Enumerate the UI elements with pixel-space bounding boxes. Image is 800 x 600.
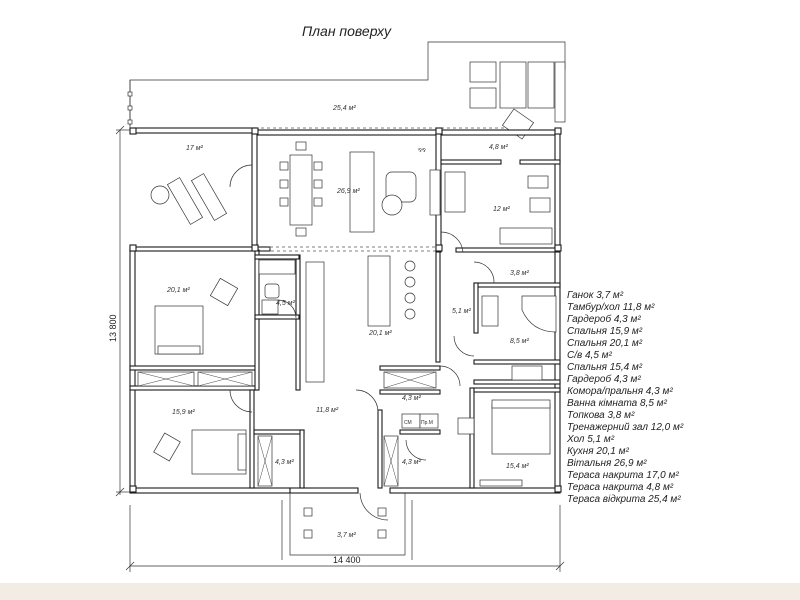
- legend-item: Гардероб 4,3 м²: [567, 313, 641, 325]
- legend-item: Тераса відкрита 25,4 м²: [567, 494, 681, 505]
- height-dimension: 13 800: [108, 314, 118, 342]
- area-boiler-room: 3,8 м²: [510, 270, 529, 277]
- interior-walls: [129, 131, 561, 489]
- legend-item: Тренажерний зал 12,0 м²: [567, 422, 684, 433]
- legend-item: Тераса накрита 4,8 м²: [567, 482, 674, 493]
- area-bedroom-left: 20,1 м²: [166, 287, 190, 294]
- legend-item: Вітальня 26,9 м²: [567, 458, 647, 469]
- area-living-room: 26,9 м²: [336, 188, 360, 195]
- area-wardrobe-right: 4,3 м²: [402, 459, 421, 466]
- legend-item: Кухня 20,1 м²: [567, 446, 630, 457]
- wall-posts: [129, 127, 562, 493]
- area-labels: 25,4 м² 17 м² 26,9 м² 4,8 м² 12 м² 3,8 м…: [166, 105, 529, 539]
- area-wardrobe-left: 4,3 м²: [275, 459, 294, 466]
- area-bedroom-bottom-left: 15,9 м²: [172, 409, 195, 416]
- dimension-width: 14 400: [125, 505, 565, 572]
- area-porch: 3,7 м²: [337, 532, 356, 539]
- dimension-height: 13 800: [108, 125, 130, 497]
- area-terrace-covered: 17 м²: [186, 145, 204, 152]
- area-terrace-open: 25,4 м²: [332, 105, 356, 112]
- area-bathroom-large: 8,5 м²: [510, 338, 529, 345]
- area-bathroom-small: 4,5 м²: [276, 300, 295, 307]
- area-terrace-small: 4,8 м²: [489, 144, 508, 151]
- fireplace-mark: ⅋⅋: [418, 148, 426, 154]
- open-terrace: [127, 41, 566, 140]
- legend-item: Тераса накрита 17,0 м²: [567, 470, 679, 481]
- area-hall: 5,1 м²: [452, 308, 471, 315]
- legend-item: Ганок 3,7 м²: [567, 290, 624, 301]
- room-legend: Ганок 3,7 м² Тамбур/хол 11,8 м² Гардероб…: [566, 290, 684, 505]
- area-kitchen: 20,1 м²: [368, 330, 392, 337]
- wardrobes: [137, 371, 437, 487]
- area-gym: 12 м²: [493, 206, 511, 213]
- legend-item: Ванна кімната 8,5 м²: [567, 398, 668, 409]
- legend-item: Спальня 15,9 м²: [567, 326, 643, 337]
- width-dimension: 14 400: [333, 555, 361, 565]
- furniture: [150, 141, 557, 487]
- legend-item: Комора/пральня 4,3 м²: [567, 386, 673, 397]
- legend-item: Топкова 3,8 м²: [567, 410, 635, 421]
- legend-item: Спальня 15,4 м²: [567, 362, 643, 373]
- area-bedroom-right: 15,4 м²: [506, 463, 529, 470]
- porch: [281, 493, 413, 560]
- door-swings: [229, 164, 495, 521]
- legend-item: Тамбур/хол 11,8 м²: [567, 301, 655, 313]
- legend-item: Спальня 20,1 м²: [567, 338, 643, 349]
- bottom-band: [0, 583, 800, 600]
- legend-item: С/в 4,5 м²: [567, 350, 613, 361]
- plan-title: План поверху: [302, 23, 392, 39]
- area-pantry: 4,3 м²: [402, 395, 421, 402]
- dryer-label: Пр.М: [421, 420, 433, 426]
- area-vestibule: 11,8 м²: [316, 407, 339, 414]
- legend-item: Хол 5,1 м²: [566, 434, 615, 445]
- washer-label: СМ: [404, 420, 412, 426]
- legend-item: Гардероб 4,3 м²: [567, 373, 641, 385]
